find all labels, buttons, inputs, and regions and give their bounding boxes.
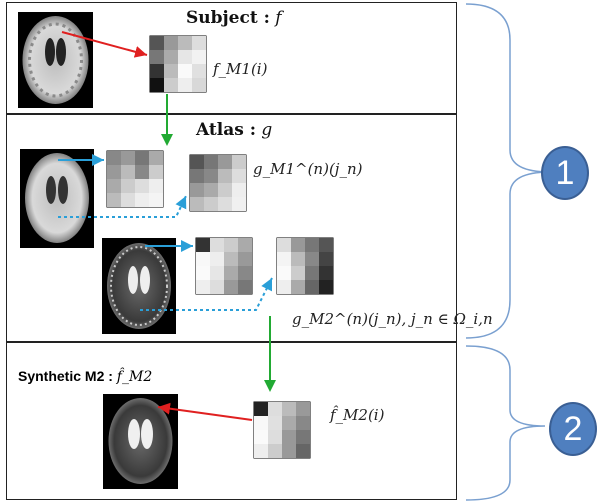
subject-red-arrow	[61, 31, 148, 58]
atlas-t2-brain-image	[102, 238, 176, 334]
subject-title: Subject : f	[186, 8, 282, 28]
atlas-patch2-label: g_M2^(n)(j_n), j_n ∈ Ω_i,n	[292, 310, 493, 328]
atlas-panel	[6, 114, 457, 342]
atlas-m1-patch-b	[189, 154, 247, 212]
brace-stage-1	[465, 3, 551, 339]
atlas-blue-arrow-dotted-2	[140, 277, 273, 311]
atlas-m2-patch-a	[195, 237, 253, 295]
atlas-m2-patch-b	[276, 237, 334, 295]
stage-2-badge: 2	[549, 402, 597, 456]
subject-panel	[6, 2, 457, 114]
synthetic-red-arrow	[157, 402, 253, 421]
atlas-blue-arrow-dotted-1	[58, 195, 187, 218]
brace-stage-2	[465, 345, 546, 501]
synthetic-panel	[6, 342, 457, 500]
synthetic-patch-label: f̂_M2(i)	[330, 406, 385, 424]
atlas-patch1-label: g_M1^(n)(j_n)	[253, 160, 363, 178]
synthetic-title: Synthetic M2 : f̂_M2	[18, 368, 153, 385]
subject-patch	[149, 35, 207, 93]
atlas-title: Atlas : g	[196, 120, 273, 140]
atlas-m1-patch-a	[106, 150, 164, 208]
synthetic-patch	[253, 401, 311, 459]
subject-patch-label: f_M1(i)	[213, 60, 268, 78]
subject-brain-image	[18, 12, 93, 108]
stage-1-badge: 1	[541, 146, 589, 200]
atlas-t1-brain-image	[20, 149, 94, 248]
